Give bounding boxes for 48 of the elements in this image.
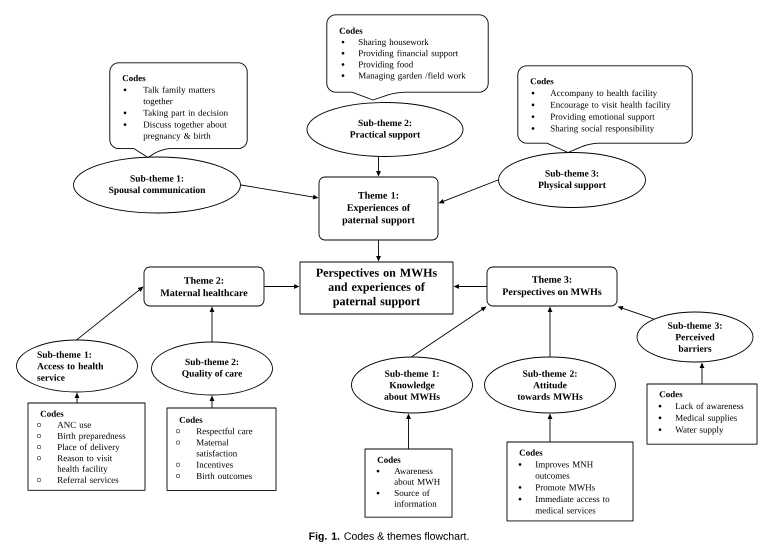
- node-label: Codes: [530, 78, 554, 84]
- node-label: Promote MWHs: [535, 484, 595, 490]
- node-label: Incentives: [196, 462, 233, 468]
- codes-box: Codes ANC use Birth preparedness Place of delivery Reason to visit health facility Referral services: [28, 402, 146, 491]
- node-label: Providing financial support: [358, 50, 458, 58]
- theme-box: Theme 3: Perspectives on MWHs: [486, 266, 618, 306]
- theme-box: Theme 1: Experiences of paternal support: [318, 176, 438, 240]
- node-label: Codes: [520, 449, 542, 456]
- node-label: Taking part in decision: [143, 110, 228, 118]
- node-label: Reason to visit health facility: [57, 455, 112, 474]
- codes-box: Codes Awareness about MWH Source of information: [364, 448, 452, 518]
- node-label: Codes: [340, 28, 362, 34]
- node-label: Lack of awareness: [675, 402, 744, 410]
- node-label: Providing emotional support: [550, 113, 655, 122]
- arrow: [412, 306, 486, 357]
- node-label: Birth outcomes: [196, 472, 252, 480]
- arrow: [76, 286, 144, 340]
- node-label: Accompany to health facility: [550, 90, 658, 98]
- node-label: Talk family matters together: [143, 86, 215, 106]
- codes-box: Codes Respectful care Maternal satisfaction Incentives Birth outcomes: [166, 408, 276, 491]
- node-label: Birth preparedness: [57, 432, 126, 441]
- callout-bubble: Codes Accompany to health facility Encourage to visit health facility Providing emotional support Sharing social responsibility: [517, 65, 693, 153]
- node-label: Maternal satisfaction: [196, 439, 238, 456]
- node-label: Respectful care: [196, 428, 252, 436]
- node-label: Referral services: [57, 476, 118, 483]
- node-label: Sharing housework: [358, 38, 429, 47]
- callout-bubble: Codes Sharing housework Providing financial support Providing food Managing garden /field work: [326, 14, 489, 100]
- callout-bubble: Codes Talk family matters together Taking part in decision Discuss together about pregnancy & birth: [109, 62, 248, 158]
- codes-box: Codes Lack of awareness Medical supplies Water supply: [646, 384, 758, 445]
- node-label: Improves MNH outcomes: [536, 461, 593, 479]
- caption: Fig. 1. Codes & themes flowchart.: [309, 532, 468, 542]
- node-label: Sharing social responsibility: [550, 125, 654, 134]
- node-label: Codes: [40, 410, 64, 417]
- node-label: ANC use: [57, 422, 91, 428]
- node-label: Encourage to visit health facility: [550, 101, 671, 110]
- node-label: Immediate access to medical services: [535, 496, 610, 514]
- node-label: Codes: [660, 390, 682, 398]
- node-label: Managing garden /field work: [358, 72, 466, 81]
- theme-box: Theme 2: Maternal healthcare: [144, 266, 264, 306]
- node-label: Discuss together about pregnancy & birth: [143, 121, 227, 141]
- node-label: Providing food: [358, 61, 414, 70]
- node-label: Place of delivery: [57, 444, 120, 452]
- codes-box: Codes Improves MNH outcomes Promote MWHs Immediate access to medical services: [506, 442, 634, 522]
- node-label: Codes: [180, 416, 202, 423]
- node-label: Water supply: [675, 426, 724, 435]
- node-label: Medical supplies: [675, 414, 737, 423]
- node-label: Codes: [122, 74, 146, 82]
- central-box: Perspectives on MWHs and experiences of paternal support: [300, 262, 454, 314]
